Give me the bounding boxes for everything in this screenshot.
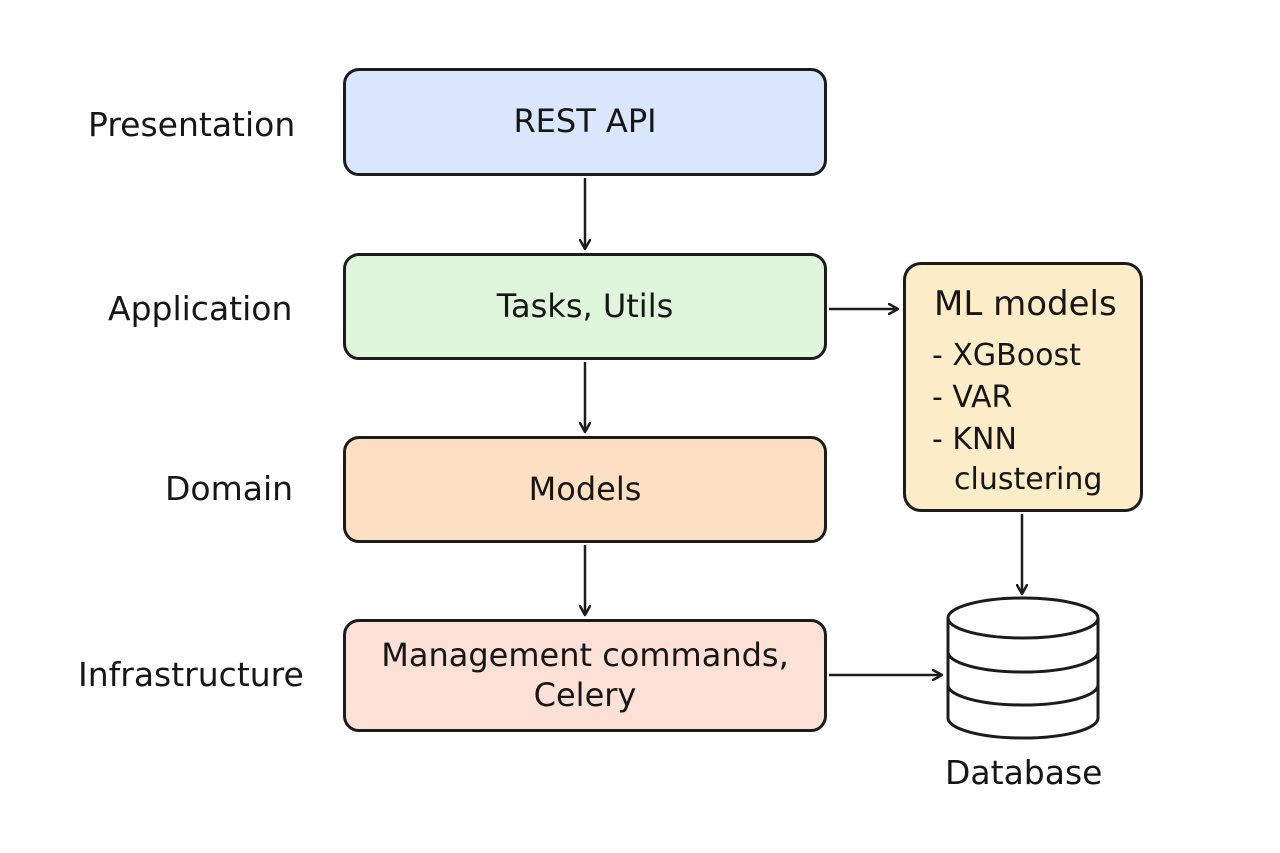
database-label: Database <box>945 753 1103 792</box>
tasks-utils-label: Tasks, Utils <box>496 286 674 325</box>
layer-label-infrastructure: Infrastructure <box>78 655 304 694</box>
ml-model-item: - XGBoost <box>932 338 1081 373</box>
infrastructure-label-line-1: Management commands, <box>381 636 789 675</box>
models-label: Models <box>528 469 642 508</box>
layer-label-domain: Domain <box>165 469 294 508</box>
rest-api-box: REST API <box>343 68 827 176</box>
database-icon <box>946 596 1100 740</box>
models-box: Models <box>343 436 827 543</box>
ml-model-item: - VAR <box>932 380 1013 415</box>
infrastructure-box: Management commands, Celery <box>343 619 827 732</box>
layer-label-presentation: Presentation <box>88 105 296 144</box>
ml-models-box: ML models - XGBoost - VAR - KNN clusteri… <box>903 262 1143 512</box>
tasks-utils-box: Tasks, Utils <box>343 253 827 360</box>
rest-api-label: REST API <box>513 102 657 141</box>
infrastructure-label-line-2: Celery <box>533 675 637 714</box>
ml-model-item: - KNN <box>932 422 1017 457</box>
ml-models-title: ML models <box>934 284 1117 324</box>
layer-label-application: Application <box>108 289 293 328</box>
ml-model-item-continuation: clustering <box>954 462 1103 497</box>
